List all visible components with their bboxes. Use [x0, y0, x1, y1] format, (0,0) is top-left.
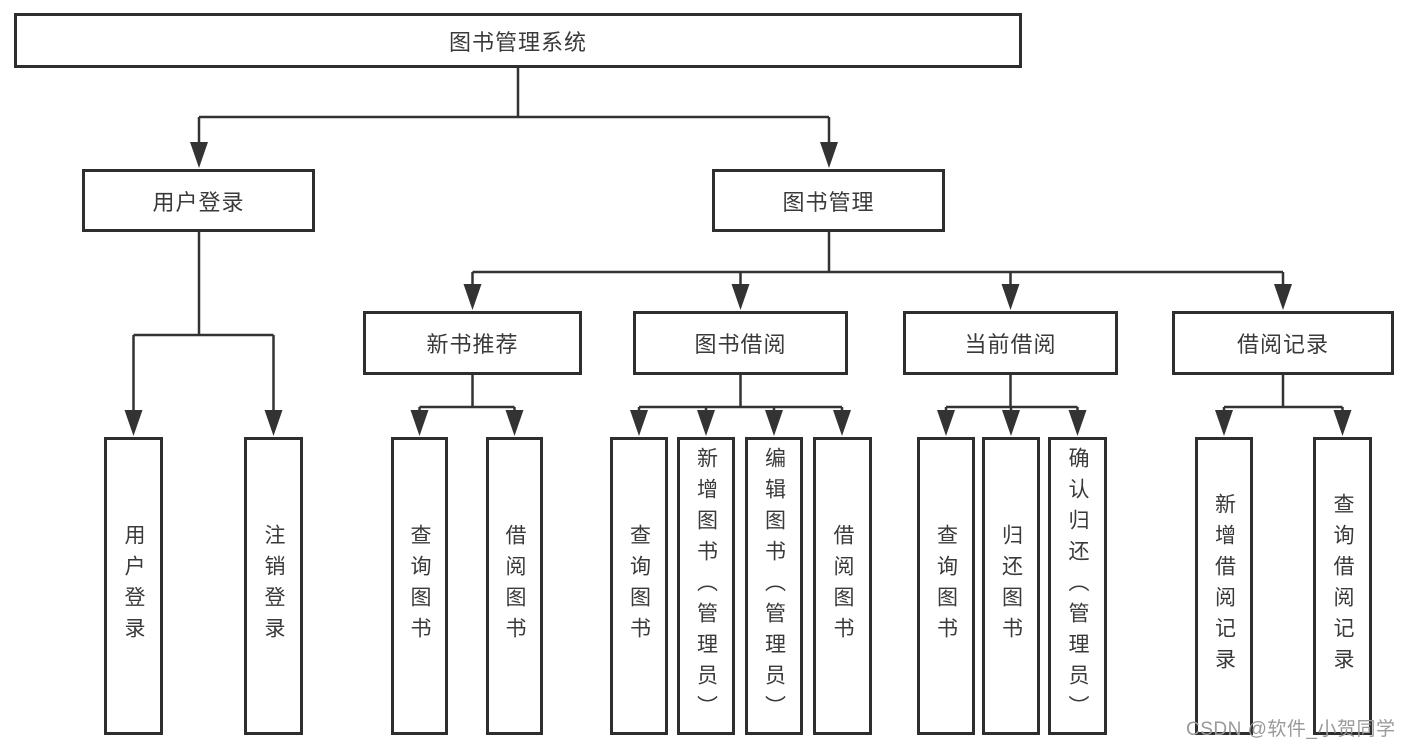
leaf-return-book: 归还图书 — [982, 437, 1040, 735]
node-book-borrowing: 图书借阅 — [633, 311, 848, 375]
leaf-query-book-recommend: 查询图书 — [391, 437, 448, 735]
csdn-watermark: CSDN @软件_小贺同学 — [1186, 719, 1396, 740]
node-current-borrowing: 当前借阅 — [903, 311, 1118, 375]
leaf-user-login: 用户登录 — [104, 437, 163, 735]
leaf-logout: 注销登录 — [244, 437, 303, 735]
leaf-borrow-book-recommend: 借阅图书 — [486, 437, 543, 735]
leaf-confirm-return-admin: 确认归还（管理员） — [1048, 437, 1107, 735]
leaf-query-borrow-record: 查询借阅记录 — [1313, 437, 1372, 735]
node-new-book-recommendation: 新书推荐 — [363, 311, 582, 375]
leaf-add-book-admin: 新增图书（管理员） — [677, 437, 735, 735]
node-borrowing-records: 借阅记录 — [1172, 311, 1394, 375]
leaf-query-book-current: 查询图书 — [917, 437, 975, 735]
leaf-borrow-book: 借阅图书 — [813, 437, 872, 735]
node-library-management-system: 图书管理系统 — [14, 13, 1022, 68]
leaf-query-book-borrowing: 查询图书 — [610, 437, 668, 735]
leaf-add-borrow-record: 新增借阅记录 — [1195, 437, 1253, 735]
leaf-edit-book-admin: 编辑图书（管理员） — [745, 437, 803, 735]
node-user-login-branch: 用户登录 — [82, 169, 315, 232]
node-book-management-branch: 图书管理 — [712, 169, 945, 232]
